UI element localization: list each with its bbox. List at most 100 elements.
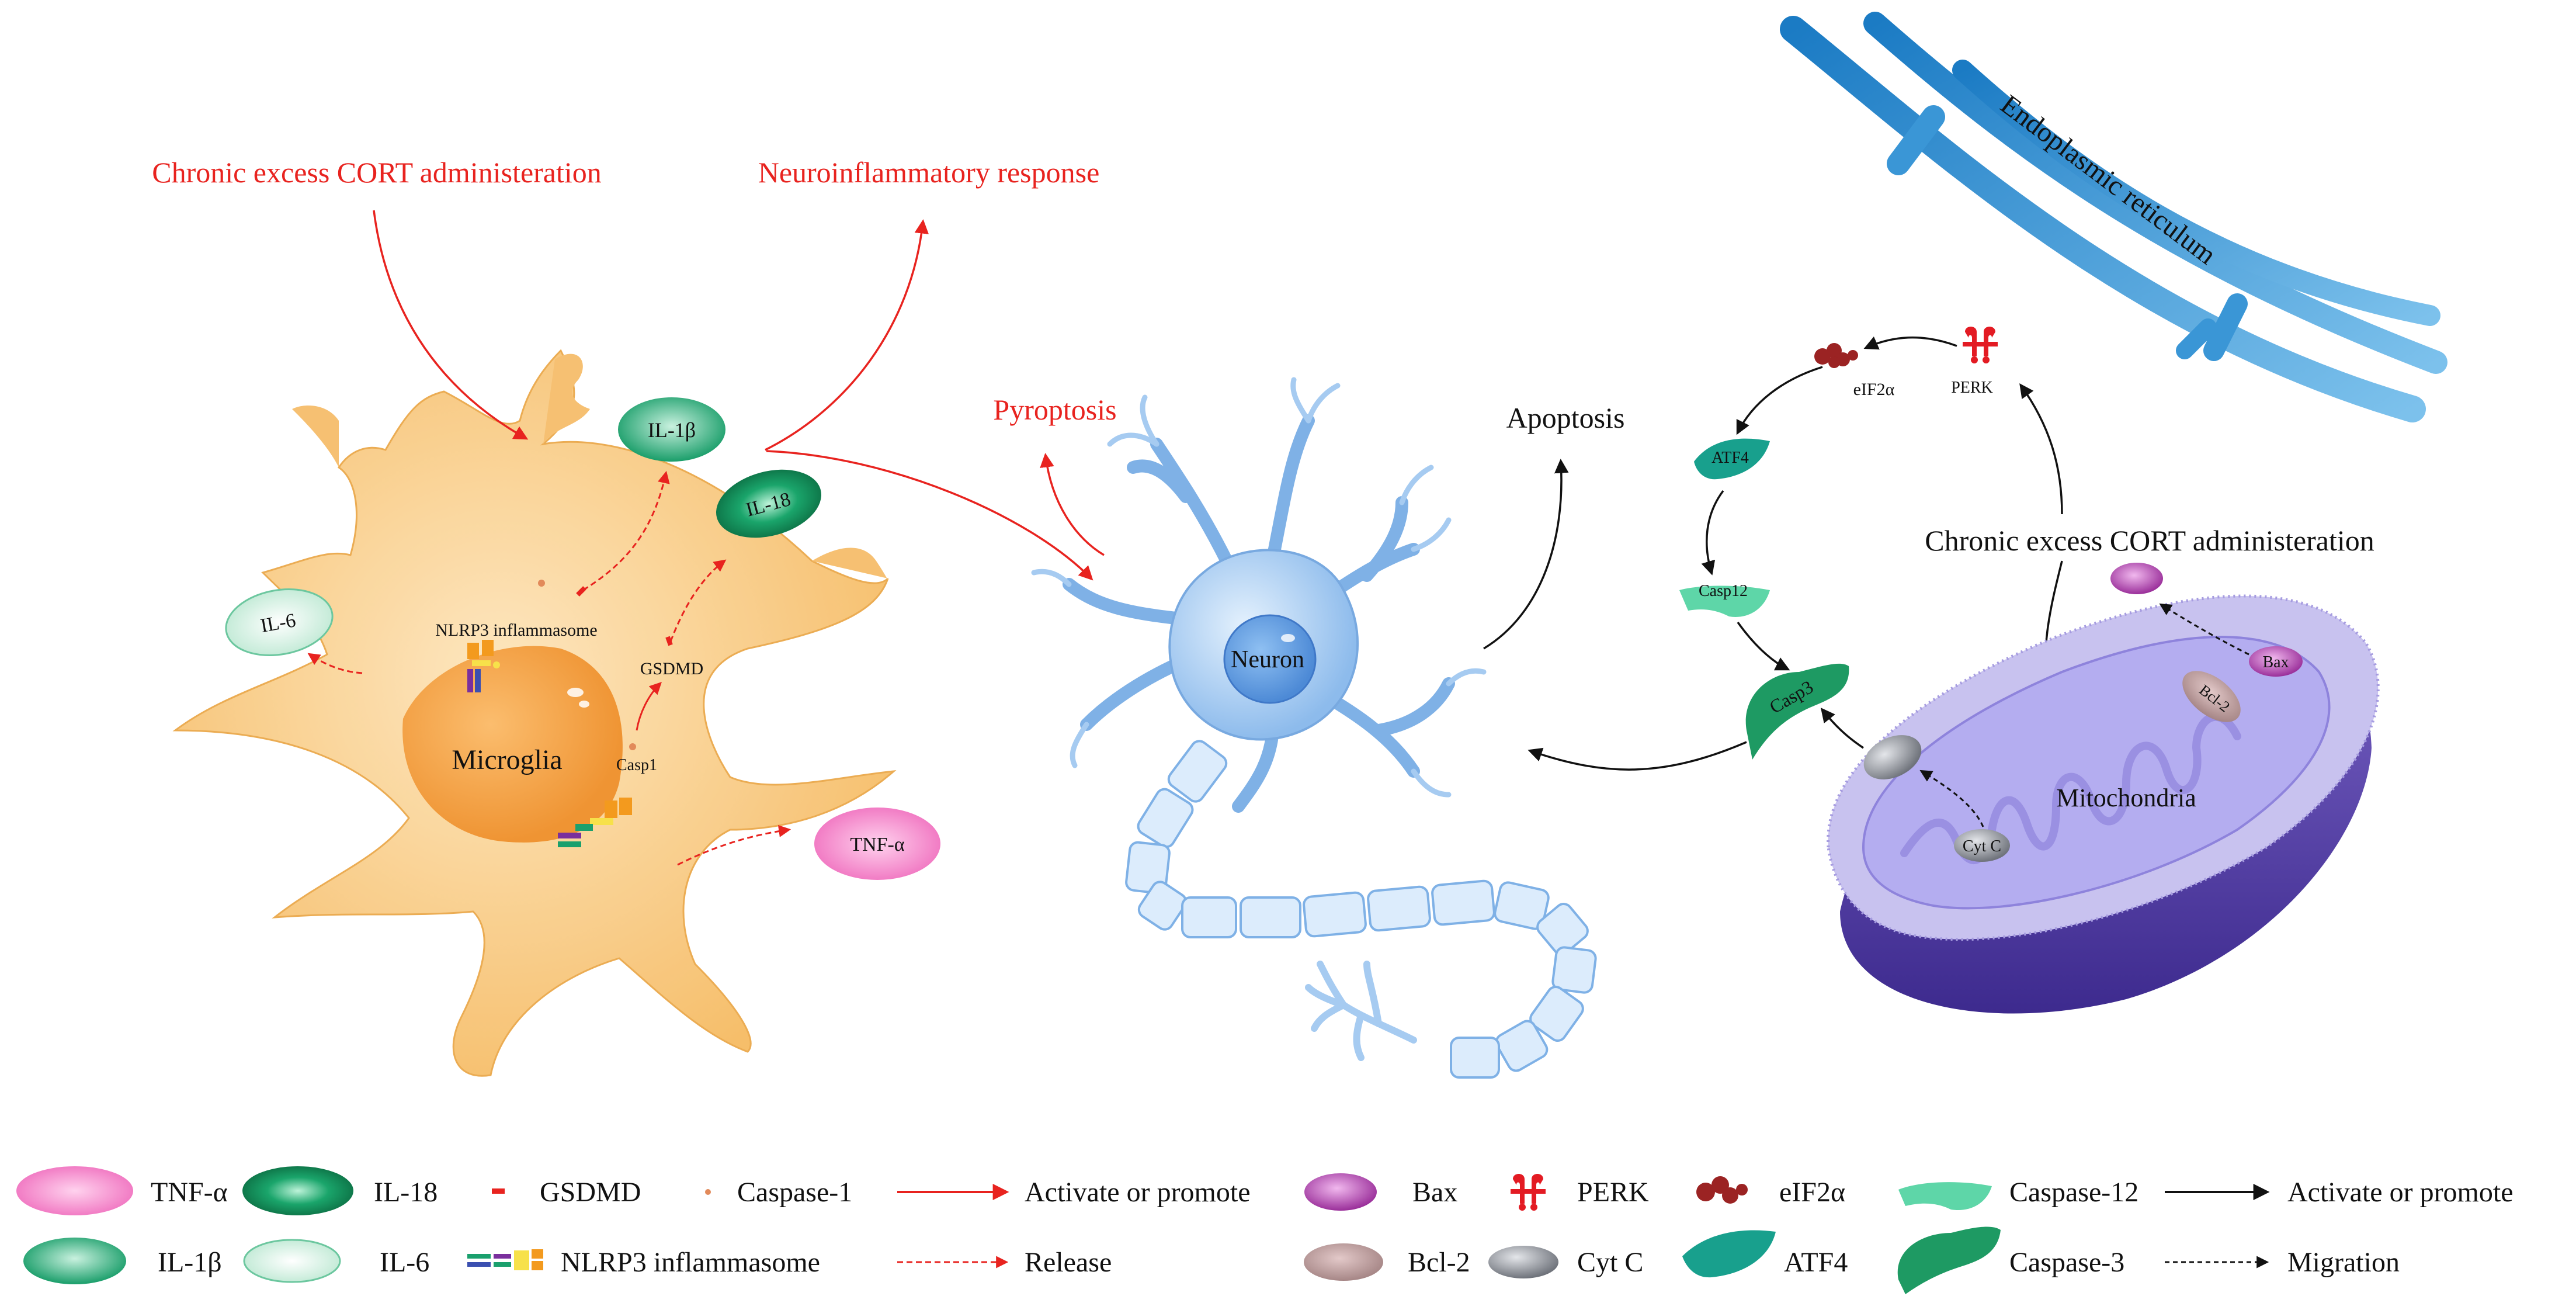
arrow-atf4-casp12 [1701, 490, 1724, 576]
label-microglia: Microglia [452, 744, 562, 775]
bcl2-molecule: Bcl-2 [2182, 671, 2241, 722]
legend-swatch-atf4 [1682, 1230, 1776, 1278]
endoplasmic-reticulum [1780, 12, 2447, 422]
arrow-casp1-gsdmd [636, 682, 662, 731]
myelin-segment [1529, 986, 1584, 1042]
legend-label-bcl2: Bcl-2 [1408, 1247, 1470, 1278]
svg-text:ATF4: ATF4 [1711, 449, 1749, 467]
cytc-released [1863, 735, 1922, 779]
migration-bax [2159, 603, 2249, 656]
label-er: Endoplasmic reticulum [1995, 89, 2222, 271]
casp12-molecule: Casp12 [1679, 582, 1770, 617]
release-il18 [669, 559, 727, 642]
label-pyroptosis: Pyroptosis [993, 393, 1116, 426]
legend-swatch-caspase12 [1898, 1182, 1992, 1211]
legend-swatch-il6 [243, 1239, 341, 1283]
label-eif2a: eIF2α [1853, 380, 1895, 399]
myelin-segment [1137, 788, 1194, 848]
legend-label-il18: IL-18 [374, 1177, 438, 1208]
myelin-segment [1450, 1037, 1500, 1079]
gsdmd-bar-2 [665, 636, 673, 646]
arrow-neuron-apoptosis [1483, 459, 1569, 650]
atf4-molecule: ATF4 [1694, 438, 1770, 480]
legend-label-atf4: ATF4 [1784, 1247, 1848, 1278]
caspase1-dot-2 [538, 580, 545, 587]
label-apoptosis: Apoptosis [1506, 401, 1625, 434]
label-chronic-cort-top: Chronic excess CORT administeration [152, 156, 602, 189]
migration-cytc [1919, 770, 1984, 827]
bax-released [2110, 563, 2163, 594]
myelin-segment [1495, 1020, 1549, 1072]
legend-swatch-caspase1 [705, 1189, 711, 1195]
arrow-eif2a-atf4 [1736, 366, 1823, 435]
legend-swatch-nlrp3 [467, 1249, 543, 1270]
arrow-to-neuron [766, 450, 1093, 581]
legend-swatch-cytc [1488, 1246, 1558, 1278]
neuron-cell [1031, 377, 1487, 813]
legend-swatch-bcl2 [1304, 1243, 1383, 1281]
bax-molecule: Bax [2249, 646, 2303, 677]
perk-receptor [1963, 327, 1998, 363]
arrow-to-pyroptosis [1040, 453, 1105, 556]
svg-text:TNF-α: TNF-α [850, 834, 905, 855]
legend-label-caspase12: Caspase-12 [2009, 1177, 2138, 1208]
legend-swatch-il1b [23, 1238, 126, 1284]
arrow-cort-to-microglia [373, 210, 529, 440]
nlrp3-complex-upper [467, 640, 500, 692]
legend-label-nlrp3: NLRP3 inflammasome [561, 1247, 820, 1278]
il1b-molecule: IL-1β [618, 397, 725, 462]
myelin-segment [1536, 903, 1589, 955]
legend-label-caspase1: Caspase-1 [737, 1177, 852, 1208]
legend-label-perk: PERK [1577, 1177, 1649, 1208]
myelin-segment [1240, 896, 1301, 938]
myelin-segment [1137, 881, 1188, 931]
legend-label-tnfa: TNF-α [151, 1177, 228, 1208]
label-perk: PERK [1951, 379, 1993, 397]
tnfa-molecule: TNF-α [814, 808, 940, 880]
release-il1b [582, 470, 670, 591]
legend: TNF-α IL-18 GSDMD Caspase-1 Activate or … [16, 1166, 2513, 1294]
legend-swatch-caspase3 [1897, 1226, 2001, 1294]
label-neuron: Neuron [1231, 646, 1304, 673]
svg-text:Casp12: Casp12 [1699, 582, 1748, 600]
cytc-molecule: Cyt C [1954, 829, 2010, 862]
legend-label-eif2a: eIF2α [1779, 1177, 1845, 1208]
microglia-nucleus [402, 646, 623, 843]
label-mitochondria: Mitochondria [2056, 784, 2196, 812]
legend-swatch-tnfa [16, 1166, 133, 1215]
myelin-segment [1367, 885, 1431, 932]
legend-label-gsdmd: GSDMD [540, 1177, 641, 1208]
arrow-cytc-casp3 [1820, 708, 1864, 749]
axon-terminal [1305, 961, 1417, 1061]
legend-swatch-bax [1304, 1173, 1377, 1211]
svg-text:Cyt C: Cyt C [1963, 837, 2001, 855]
il6-molecule: IL-6 [225, 588, 334, 656]
label-nlrp3: NLRP3 inflammasome [435, 621, 597, 640]
legend-label-release: Release [1025, 1247, 1112, 1278]
casp3-molecule: Casp3 [1745, 663, 1849, 760]
arrow-perk-eif2a [1863, 336, 1957, 350]
nlrp3-complex-lower [558, 798, 632, 847]
myelin-segment [1494, 881, 1550, 930]
myelin-segment [1181, 896, 1237, 938]
legend-swatch-gsdmd [492, 1188, 505, 1194]
legend-swatch-eif2a [1696, 1176, 1748, 1204]
myelin-segment [1431, 879, 1495, 926]
legend-label-activate-black: Activate or promote [2287, 1177, 2513, 1208]
release-il6 [307, 653, 363, 674]
legend-swatch-perk [1511, 1174, 1546, 1211]
legend-label-migration: Migration [2287, 1247, 2400, 1278]
legend-label-activate-red: Activate or promote [1025, 1177, 1251, 1208]
legend-label-cytc: Cyt C [1577, 1247, 1643, 1278]
legend-label-caspase3: Caspase-3 [2009, 1247, 2124, 1278]
legend-swatch-il18 [242, 1166, 353, 1215]
label-neuroinflammatory: Neuroinflammatory response [758, 156, 1100, 189]
svg-text:IL-1β: IL-1β [648, 418, 696, 442]
caspase1-dot [629, 743, 636, 750]
legend-label-bax: Bax [1412, 1177, 1457, 1208]
eif2a-molecule [1814, 343, 1858, 368]
myelin-segment [1551, 946, 1597, 994]
release-tnfa [677, 824, 791, 866]
